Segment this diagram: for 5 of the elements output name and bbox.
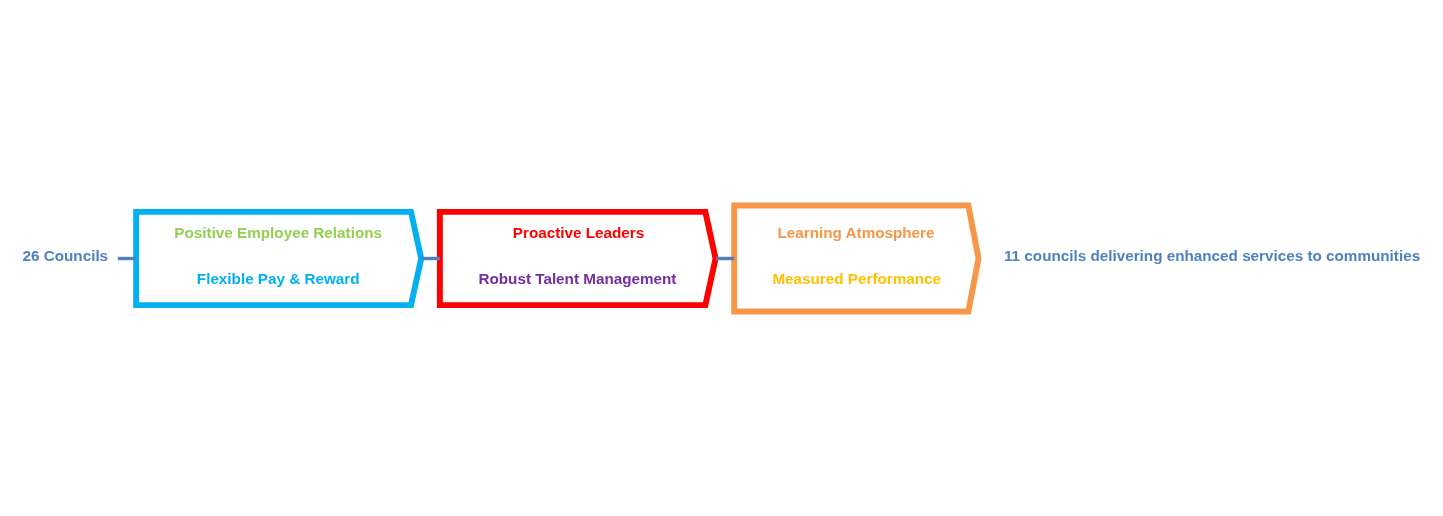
connector — [421, 256, 440, 260]
connector — [715, 256, 735, 260]
label: 11 councils delivering enhanced services to communities — [1003, 246, 1421, 264]
node-text: 26 Councils — [22, 246, 109, 264]
connector — [117, 256, 137, 260]
